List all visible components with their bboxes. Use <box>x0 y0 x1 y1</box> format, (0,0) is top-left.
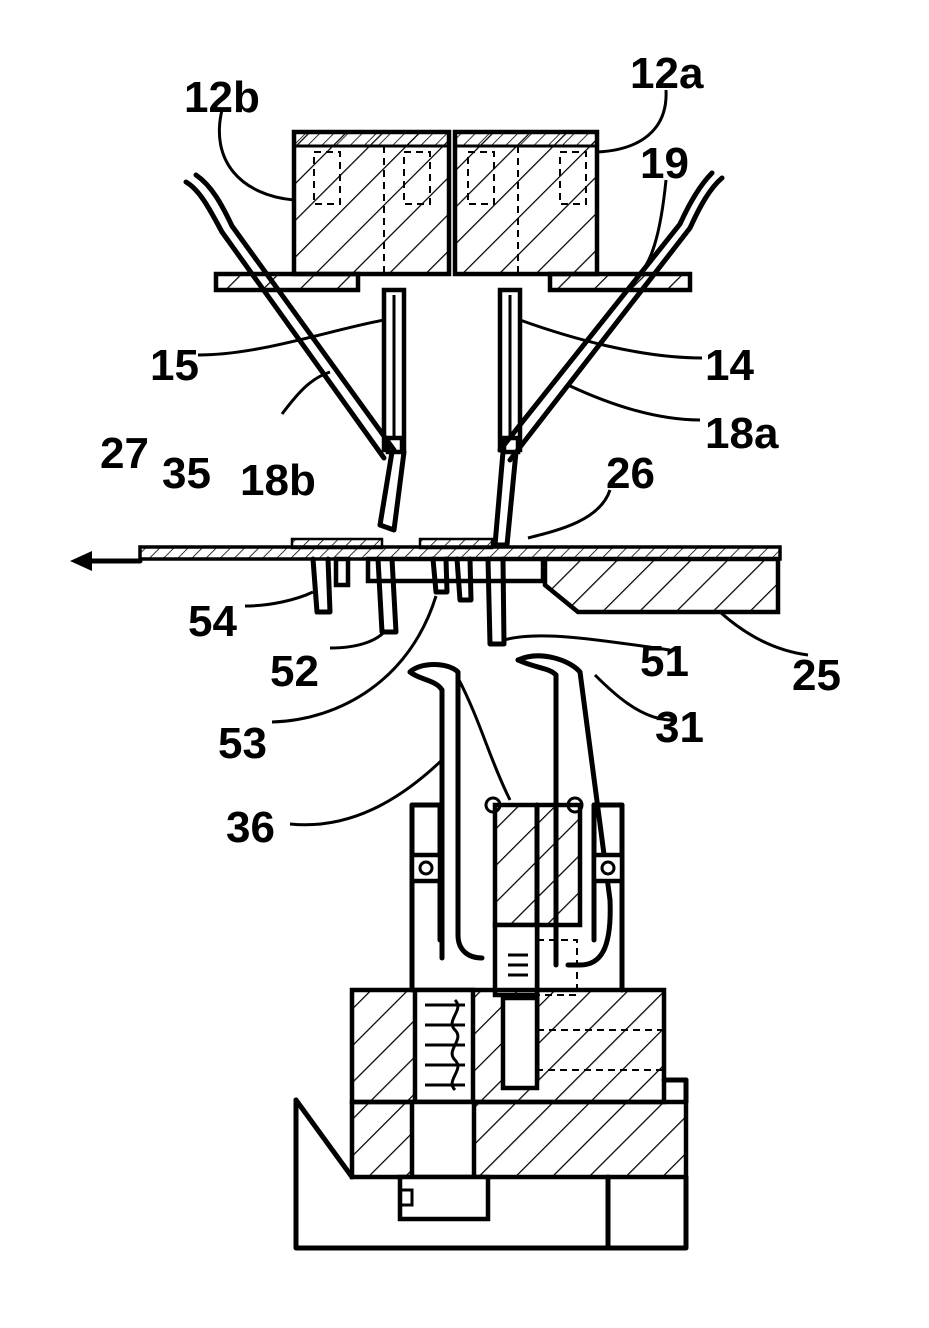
plate-19 <box>216 274 690 290</box>
label-15: 15 <box>150 341 199 390</box>
label-35: 35 <box>162 449 211 498</box>
bed-25 <box>545 559 778 612</box>
label-18b: 18b <box>240 456 316 505</box>
label-26: 26 <box>606 449 655 498</box>
label-25: 25 <box>792 651 841 700</box>
needle-15 <box>380 290 404 530</box>
label-14: 14 <box>705 341 754 390</box>
lower-block <box>352 990 664 1102</box>
label-31: 31 <box>655 703 704 752</box>
label-53: 53 <box>218 719 267 768</box>
label-36: 36 <box>226 803 275 852</box>
label-51: 51 <box>640 637 689 686</box>
label-52: 52 <box>270 647 319 696</box>
needle-block-12b <box>294 132 449 274</box>
needle-block-12a <box>455 132 597 274</box>
element-54 <box>313 559 348 612</box>
label-18a: 18a <box>705 409 779 458</box>
label-12a: 12a <box>630 49 704 98</box>
label-27: 27 <box>100 429 149 478</box>
label-19: 19 <box>640 139 689 188</box>
label-12b: 12b <box>184 73 260 122</box>
feed-arrow-27 <box>70 551 140 571</box>
needle-14 <box>495 290 520 545</box>
label-54: 54 <box>188 597 237 646</box>
